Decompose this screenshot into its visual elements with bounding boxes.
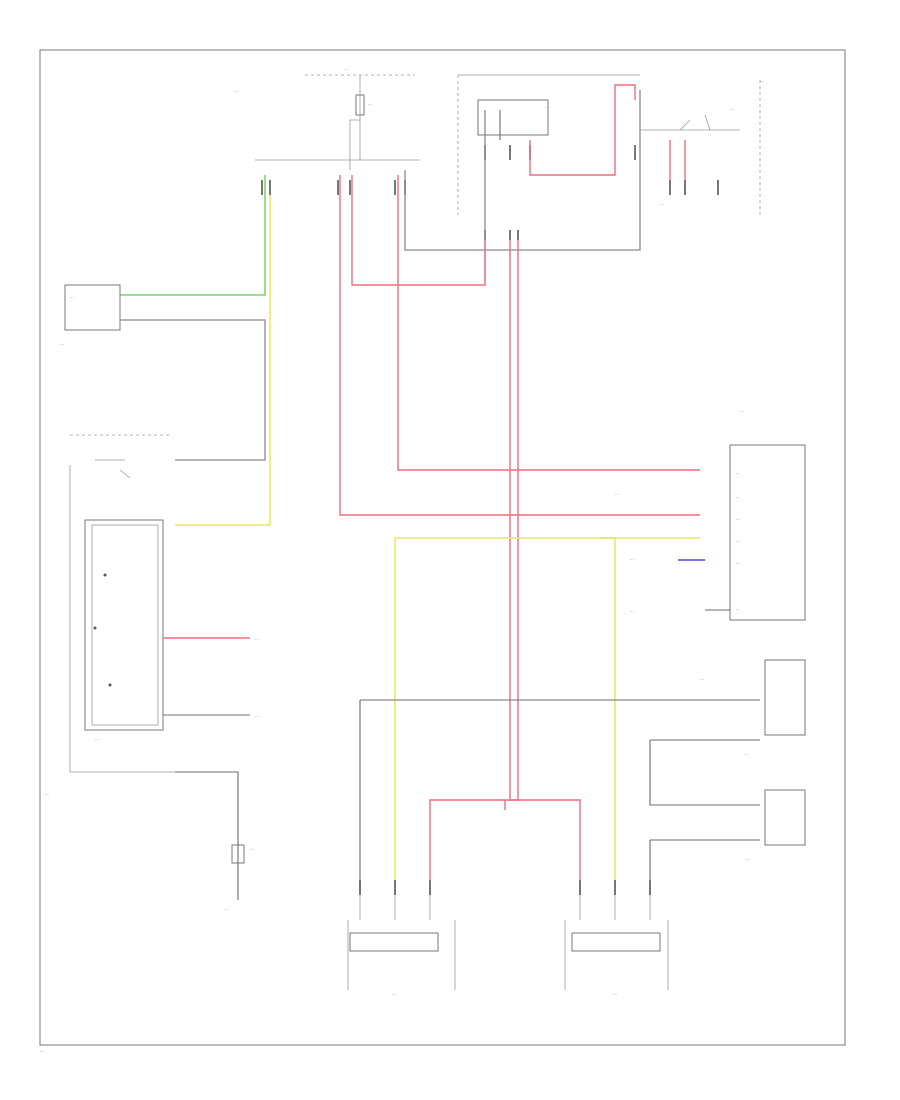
green-wire (120, 175, 266, 296)
red-wire-batt (397, 175, 700, 471)
svg-text:...: ... (736, 606, 740, 611)
right-leveling-motor (571, 932, 661, 952)
headlamp-circuit-1: ... (255, 636, 259, 641)
combo-switch-outline (69, 465, 175, 773)
relay-box (477, 99, 549, 136)
right-lamp-leads (579, 895, 651, 920)
red-wire-right-lamp (509, 240, 581, 880)
left-connector-sub: ... (60, 341, 64, 346)
relay-label: ... (545, 104, 549, 109)
top-right-label: ... (760, 78, 764, 83)
svg-text:...: ... (736, 470, 740, 475)
svg-text:...: ... (736, 538, 740, 543)
switch-contact-2 (704, 114, 711, 131)
headlamp-circuit-top: ... (660, 201, 664, 206)
top-gray-loop (404, 90, 641, 251)
gray-sensor-wire-2 (649, 739, 760, 806)
control-system-label: ... (615, 491, 619, 496)
fuse-label: ... (345, 66, 349, 71)
gray-sensor-wire-3 (649, 839, 760, 880)
top-connectors (261, 145, 719, 240)
combo-switch-inner-2 (91, 524, 159, 726)
relay-red-wire (529, 84, 636, 176)
illumination-label: ... (45, 791, 49, 796)
switch-label: ... (730, 106, 734, 111)
switch-contact-1 (679, 119, 691, 131)
right-lamp-label: ... (613, 991, 617, 996)
red-wire-ig (339, 175, 700, 516)
switch-blade (119, 469, 131, 479)
rear-sensor-label-1: ... (745, 751, 749, 756)
leveling-module-label: ... (740, 408, 744, 413)
yellow-switch-wire (175, 195, 271, 526)
ground-wire (175, 771, 239, 900)
left-leveling-motor (349, 932, 439, 952)
left-lamp-label: ... (392, 991, 396, 996)
rear-height-sensor (764, 789, 806, 846)
rear-sensor-label-2: ... (745, 856, 749, 861)
fuse-label-2: ... (368, 101, 372, 106)
red-wire-relay (351, 175, 486, 286)
left-connector-label: ... (70, 294, 74, 299)
headlamp-circuit-2: ... (255, 713, 259, 718)
combo-switch-contacts (93, 573, 112, 687)
ground-point-label: ... (225, 906, 229, 911)
ground-label: ... (250, 846, 254, 851)
system-label: ... (630, 556, 634, 561)
leveling-module (729, 444, 806, 621)
svg-text:...: ... (736, 560, 740, 565)
ground-right-label: ... (630, 608, 634, 613)
gray-switch-feed (120, 319, 266, 461)
footer-id: ... (40, 1048, 44, 1053)
yellow-wire-left (394, 537, 700, 880)
fuse (355, 94, 365, 116)
left-connector-box (64, 284, 121, 331)
fuse-tap (349, 119, 360, 170)
combo-switch-inner (84, 519, 164, 731)
front-sensor-label: ... (700, 676, 704, 681)
yellow-wire-right (600, 537, 616, 880)
top-left-label: ... (235, 88, 239, 93)
lamp-connectors (359, 880, 651, 895)
ground-component (231, 844, 245, 864)
svg-text:...: ... (736, 494, 740, 499)
left-lamp-leads (359, 895, 431, 920)
leveling-module-pins: ... ... ... ... ... ... (736, 470, 740, 611)
diagram-frame (39, 49, 846, 1046)
svg-text:...: ... (736, 516, 740, 521)
front-height-sensor (764, 659, 806, 736)
red-wire-left-lamp (429, 240, 519, 880)
combo-switch-label: ... (95, 736, 99, 741)
